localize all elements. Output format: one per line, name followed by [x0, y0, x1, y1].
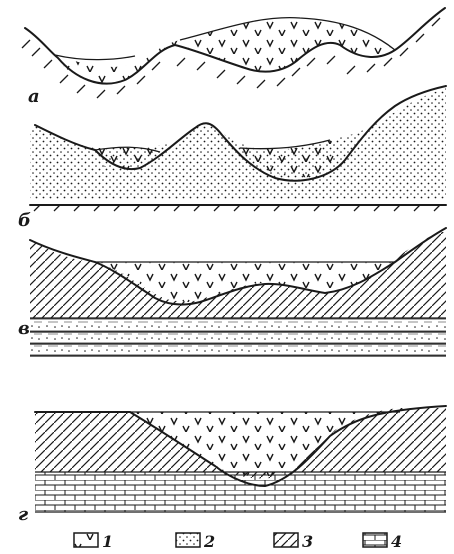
legend-item-2: 2: [176, 532, 215, 551]
legend-item-3: 3: [274, 532, 313, 551]
legend-swatch-diagonal-hatch: [274, 533, 298, 547]
panel-label-b: б: [18, 210, 31, 231]
legend: 1 2 3 4: [74, 532, 402, 551]
panel-g-brick-layer: [35, 472, 446, 512]
panel-v: в: [18, 228, 446, 356]
panel-label-v: в: [18, 318, 30, 339]
legend-item-4: 4: [363, 532, 402, 551]
panel-label-a: а: [28, 86, 40, 107]
panel-label-g: г: [18, 504, 28, 525]
legend-number-2: 2: [203, 532, 215, 551]
legend-swatch-v-marks: [74, 533, 98, 547]
panel-v-layered-strata: [30, 318, 446, 356]
legend-item-1: 1: [74, 532, 113, 551]
legend-number-1: 1: [102, 532, 113, 551]
legend-swatch-dotted-sand: [176, 533, 200, 547]
legend-swatch-brick: [363, 533, 387, 547]
panel-g: г: [18, 406, 446, 525]
panel-a: а: [22, 8, 445, 107]
legend-number-3: 3: [302, 532, 313, 551]
panel-b: б: [18, 86, 446, 231]
legend-number-4: 4: [391, 532, 402, 551]
panel-b-sand-body: [30, 88, 446, 200]
